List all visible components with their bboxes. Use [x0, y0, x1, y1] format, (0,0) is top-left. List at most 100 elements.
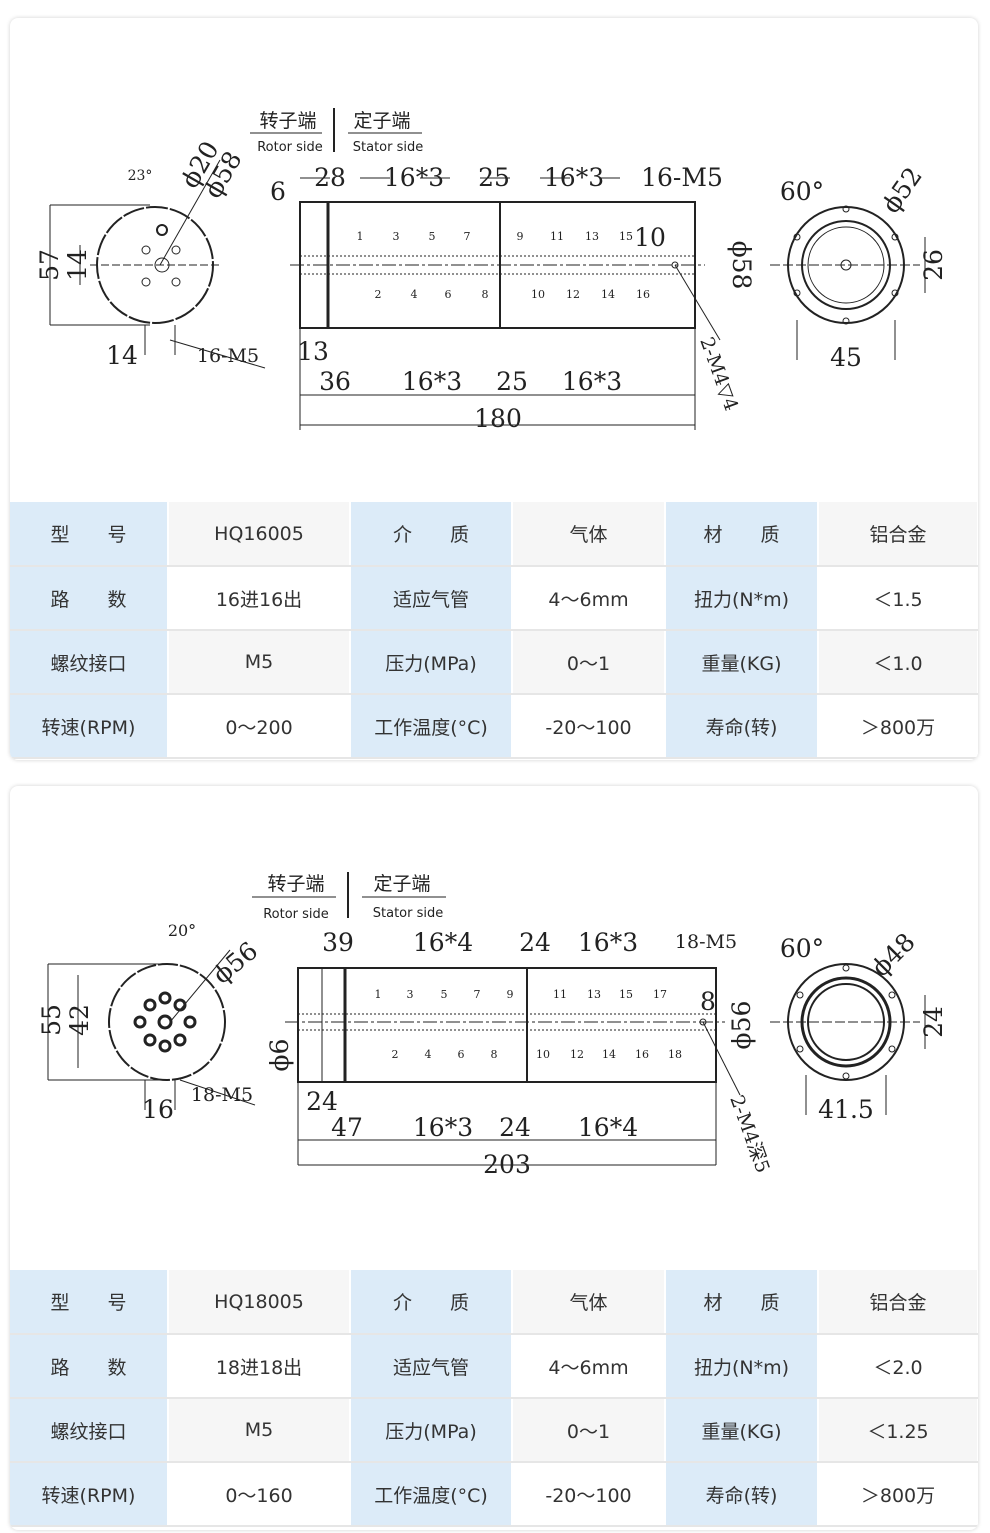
port-number: 18: [668, 1048, 682, 1061]
spec-value: ＜2.0: [818, 1334, 978, 1399]
spec-value: ＞800万: [818, 1462, 978, 1527]
dim-top: 16*3: [384, 163, 444, 192]
spec-value: -20～100: [512, 694, 666, 759]
spec-value: 0～200: [168, 694, 351, 759]
dim-top: 16*3: [544, 163, 604, 192]
rotor-cn: 转子端: [259, 110, 316, 132]
port-number: 11: [550, 230, 564, 243]
mount-label: 2-M4▽4: [695, 334, 742, 414]
spec-label: 螺纹接口: [10, 1398, 169, 1463]
dim-top: 16*3: [578, 928, 638, 957]
product-card-hq16005: 转子端 Rotor side 定子端 Stator side 57 14 14 …: [10, 18, 978, 760]
dim-top: 28: [314, 163, 346, 192]
mount-label: 2-M4深5: [725, 1092, 773, 1176]
port-number: 5: [429, 230, 436, 243]
dim-bottom: 16*3: [413, 1113, 473, 1142]
spec-label: 工作温度(°C): [350, 1462, 513, 1527]
dim-24: 24: [919, 1006, 948, 1038]
dim-8: 8: [700, 987, 716, 1016]
port-number: 2: [392, 1048, 399, 1061]
spec-value: 气体: [512, 1270, 666, 1335]
dim-top: 25: [478, 163, 510, 192]
rotor-en: Rotor side: [257, 140, 323, 155]
stator-cn: 定子端: [373, 873, 430, 895]
spec-label: 适应气管: [350, 1334, 513, 1399]
spec-label: 寿命(转): [665, 694, 819, 759]
spec-value: 4～6mm: [512, 1334, 666, 1399]
port-number: 7: [474, 988, 481, 1001]
port-number: 7: [464, 230, 471, 243]
spec-value: 气体: [512, 502, 666, 567]
dim-bottom: 16*4: [578, 1113, 638, 1142]
port-number: 6: [458, 1048, 465, 1061]
thread-label: 16-M5: [197, 345, 259, 367]
port-number: 9: [517, 230, 524, 243]
side-labels: 转子端 Rotor side 定子端 Stator side: [252, 872, 446, 922]
spec-value: -20～100: [512, 1462, 666, 1527]
technical-drawing: 转子端 Rotor side 定子端 Stator side 57 14 14 …: [35, 108, 948, 433]
spec-value: HQ18005: [168, 1270, 351, 1335]
dim-bottom: 16*3: [402, 367, 462, 396]
port-number: 11: [553, 988, 567, 1001]
spec-value: 0～1: [512, 1398, 666, 1463]
end-view: 60° ϕ48 24 41.5: [770, 927, 948, 1124]
spec-value: 0～1: [512, 630, 666, 695]
spec-label: 材 质: [665, 1270, 819, 1335]
port-number: 13: [585, 230, 599, 243]
spec-label: 转速(RPM): [10, 1462, 169, 1527]
spec-label: 压力(MPa): [350, 1398, 513, 1463]
port-number: 15: [619, 988, 633, 1001]
spec-value: M5: [168, 630, 351, 695]
stator-en: Stator side: [353, 140, 423, 155]
dim-10: 10: [634, 223, 666, 252]
thread-label: 18-M5: [191, 1084, 253, 1106]
spec-label: 螺纹接口: [10, 630, 169, 695]
spec-label: 适应气管: [350, 566, 513, 631]
dim-14: 14: [63, 249, 92, 281]
dim-total: 203: [483, 1150, 531, 1179]
dim-bottom: 36: [319, 367, 351, 396]
spec-value: 铝合金: [818, 502, 978, 567]
port-number: 12: [566, 288, 580, 301]
port-number: 6: [445, 288, 452, 301]
product-card-hq18005: 转子端 Rotor side 定子端 Stator side 55 42 16 …: [10, 786, 978, 1530]
angle-60: 60°: [780, 177, 824, 206]
dim-bottom: 25: [496, 367, 528, 396]
spec-label: 路 数: [10, 566, 169, 631]
spec-label: 寿命(转): [665, 1462, 819, 1527]
port-number: 17: [653, 988, 667, 1001]
spec-label: 材 质: [665, 502, 819, 567]
port-number: 5: [441, 988, 448, 1001]
dim-bottom: 13: [297, 337, 329, 366]
port-number: 4: [425, 1048, 432, 1061]
spec-value: ＜1.0: [818, 630, 978, 695]
spec-label: 重量(KG): [665, 630, 819, 695]
spec-label: 压力(MPa): [350, 630, 513, 695]
port-number: 4: [411, 288, 418, 301]
front-view: 55 42 16 18-M5 20° ϕ56: [37, 921, 263, 1124]
spec-value: 0～160: [168, 1462, 351, 1527]
spec-label: 转速(RPM): [10, 694, 169, 759]
dim-top: 16-M5: [641, 163, 723, 192]
port-number: 16: [635, 1048, 649, 1061]
dim-top: 24: [519, 928, 551, 957]
dim-bottom: 47: [331, 1113, 363, 1142]
dim-41-5: 41.5: [818, 1095, 874, 1124]
port-number: 2: [375, 288, 382, 301]
port-number: 16: [636, 288, 650, 301]
spec-value: 18进18出: [168, 1334, 351, 1399]
dia-56-side: ϕ56: [727, 1001, 756, 1050]
angle-label: 20°: [168, 921, 196, 940]
front-view: 57 14 14 16-M5 23° ϕ20 ϕ58: [35, 136, 266, 370]
spec-label: 型 号: [10, 502, 169, 567]
dim-bottom: 16*3: [562, 367, 622, 396]
dia-56: ϕ56: [207, 936, 263, 990]
side-labels: 转子端 Rotor side 定子端 Stator side: [250, 108, 423, 155]
